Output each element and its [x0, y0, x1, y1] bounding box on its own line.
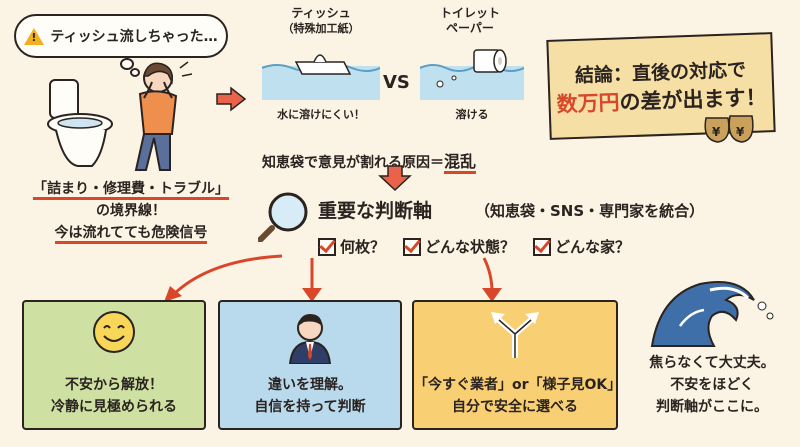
left-message: 「詰まり・修理費・トラブル」 の境界線！ 今は流れてても危険信号	[6, 178, 256, 244]
toilet-paper-roll-icon	[473, 49, 507, 73]
card3-line-1: 「今すぐ業者」or「様子見OK」	[414, 377, 622, 393]
result-card-confidence: 違いを理解。 自信を持って判断	[218, 300, 402, 430]
check-item-house: どんな家？	[533, 236, 630, 257]
tissue-label: ティッシュ （特殊加工紙）	[282, 6, 360, 35]
warning-icon: !	[24, 27, 45, 45]
thought-bubble: ! ティッシュ流しちゃった…	[14, 14, 228, 58]
toilet-paper-caption: 溶ける	[455, 108, 489, 121]
final-line-1: 焦らなくて大丈夫。	[649, 355, 775, 371]
toilet-person-illustration	[47, 61, 193, 171]
bag-mark-2: ¥	[736, 125, 745, 139]
checkbox-icon	[403, 237, 422, 256]
businessman-icon	[288, 314, 332, 364]
final-line-3: 判断軸がここに。	[656, 399, 768, 415]
cause-highlight: 混乱	[444, 152, 477, 174]
card1-line-2: 冷静に見極められる	[51, 399, 177, 415]
money-bag-icon: ¥ ¥	[704, 115, 754, 143]
bubble-dot-1	[120, 58, 134, 70]
toilet-icon	[47, 79, 113, 167]
check-list: 何枚？ どんな状態？ どんな家？	[318, 236, 630, 257]
left-line-1: 「詰まり・修理費・トラブル」	[33, 181, 229, 200]
bubble-dot-2	[130, 68, 140, 77]
left-line-2: の境界線！	[96, 203, 166, 219]
final-line-2: 不安をほどく	[670, 377, 754, 393]
check-item-count: 何枚？	[318, 236, 385, 257]
card2-line-1: 違いを理解。	[268, 377, 352, 393]
bag-mark-1: ¥	[712, 125, 721, 139]
cause-text: 知恵袋で意見が割れる原因＝	[262, 155, 444, 171]
left-line-3: 今は流れてても危険信号	[54, 225, 208, 244]
curved-arrow-left-icon	[164, 254, 283, 302]
tissue-caption: 水に溶けにくい！	[277, 108, 365, 121]
toilet-paper-label: トイレット ペーパー	[439, 6, 500, 35]
thought-text: ティッシュ流しちゃった…	[50, 29, 218, 45]
axis-title: 重要な判断軸	[318, 200, 433, 222]
tissue-in-water-illustration	[262, 54, 380, 100]
worried-person-icon	[134, 61, 193, 171]
wave-icon	[650, 281, 774, 347]
banner-amount: 数万円	[556, 89, 620, 117]
check-item-state: どんな状態？	[403, 236, 515, 257]
smiley-icon	[93, 311, 135, 353]
arrow-down-right-icon	[482, 257, 502, 302]
card2-line-2: 自信を持って判断	[254, 399, 366, 415]
magnifier-icon	[258, 192, 308, 242]
final-message: 焦らなくて大丈夫。 不安をほどく 判断軸がここに。	[628, 352, 796, 418]
toilet-paper-in-water-illustration	[420, 49, 524, 100]
arrow-down-small-icon	[302, 258, 322, 302]
arrow-right-icon	[216, 86, 247, 112]
result-card-relief: 不安から解放！ 冷静に見極められる	[22, 300, 206, 430]
card3-line-2: 自分で安全に選べる	[452, 399, 578, 415]
checkbox-icon	[318, 237, 336, 256]
cause-line: 知恵袋で意見が割れる原因＝混乱	[262, 148, 477, 174]
vs-label: VS	[383, 72, 410, 93]
split-arrow-icon	[491, 312, 539, 358]
result-card-choice: 「今すぐ業者」or「様子見OK」 自分で安全に選べる	[412, 300, 622, 430]
axis-subtitle: （知恵袋・SNS・専門家を統合）	[475, 202, 705, 220]
arrow-down-icon	[378, 165, 412, 192]
checkbox-icon	[533, 237, 552, 256]
card1-line-1: 不安から解放！	[65, 377, 163, 393]
tissue-box-icon	[294, 54, 352, 75]
